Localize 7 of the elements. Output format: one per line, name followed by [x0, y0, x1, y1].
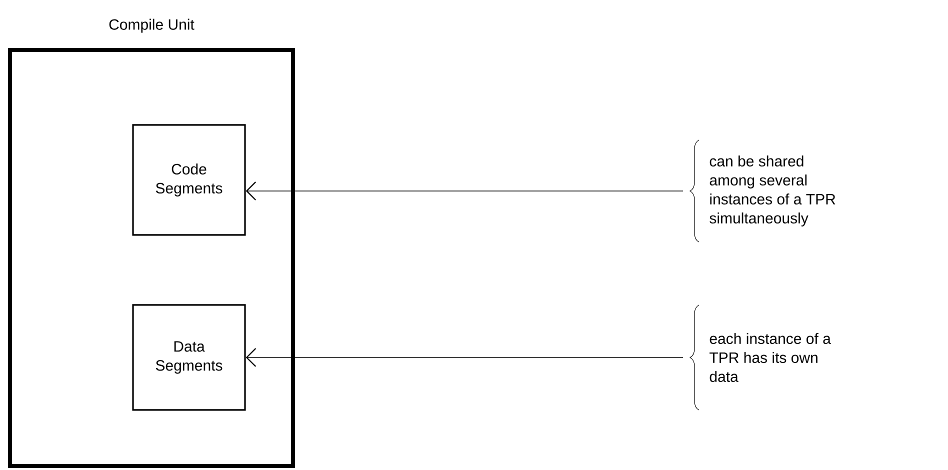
note: can be shared among several instances of a TPR simultaneously — [690, 140, 836, 242]
node-label: Compile Unit — [109, 18, 194, 33]
arrow — [246, 348, 684, 367]
arrow — [246, 182, 684, 200]
note: each instance of a TPR has its own data — [690, 304, 831, 410]
segment-box: Data Segments — [132, 304, 246, 411]
segment-box: Code Segments — [132, 124, 246, 236]
